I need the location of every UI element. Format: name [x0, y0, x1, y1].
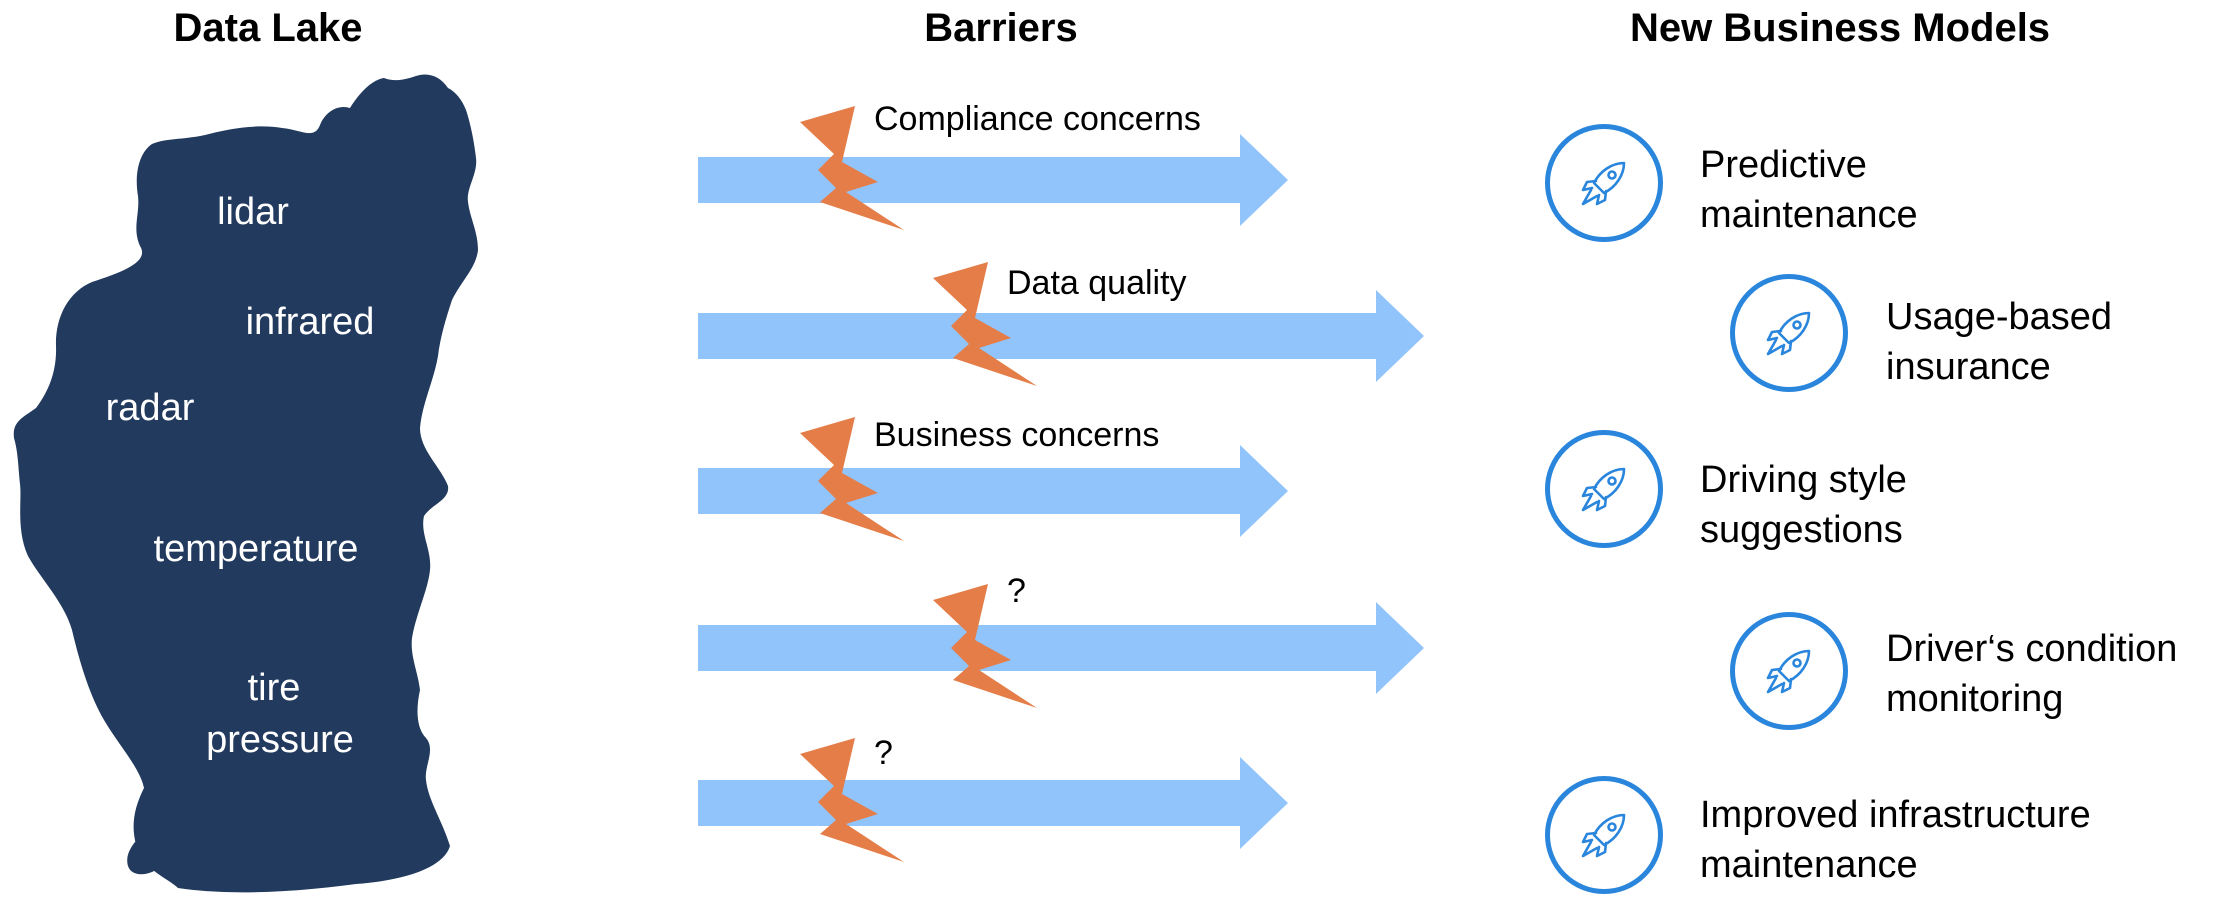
- rocket-icon: [1581, 161, 1626, 206]
- model-5-line1: Improved infrastructure: [1700, 794, 2091, 836]
- model-2-line1: Usage-based: [1886, 296, 2113, 338]
- model-1-circle: [1545, 124, 1663, 242]
- model-4-circle: [1730, 612, 1848, 730]
- model-3-line2: suggestions: [1700, 509, 1903, 551]
- lake-label-temperature: temperature: [153, 528, 359, 570]
- barrier-label-2: Data quality: [1007, 264, 1187, 302]
- model-3-line1: Driving style: [1700, 459, 1907, 501]
- model-1-line1: Predictive: [1700, 144, 1867, 186]
- model-5-circle: [1545, 776, 1663, 894]
- barrier-bolt-2: [933, 262, 1037, 386]
- lake-label-pressure: pressure: [206, 719, 354, 761]
- model-3-label: Driving style suggestions: [1700, 455, 2220, 555]
- rocket-icon: [1581, 467, 1626, 512]
- lake-label-lidar: lidar: [217, 191, 289, 233]
- model-4-line1: Driver‘s condition: [1886, 628, 2178, 670]
- lake-label-infrared: infrared: [245, 301, 375, 343]
- barrier-label-3: Business concerns: [874, 416, 1160, 454]
- model-4-line2: monitoring: [1886, 678, 2064, 720]
- new-business-models-heading: New Business Models: [1629, 6, 2051, 50]
- barrier-bolt-4: [933, 584, 1037, 708]
- model-2-label: Usage-based insurance: [1886, 292, 2229, 392]
- model-5-label: Improved infrastructure maintenance: [1700, 790, 2220, 890]
- barrier-arrow-4: [698, 602, 1424, 694]
- model-5-line2: maintenance: [1700, 844, 1918, 886]
- barrier-arrow-2: [698, 290, 1424, 382]
- barrier-bolt-5: [800, 738, 904, 862]
- barriers-heading: Barriers: [924, 6, 1078, 50]
- barrier-bolt-3: [800, 417, 904, 541]
- model-3-circle: [1545, 430, 1663, 548]
- lake-label-radar: radar: [105, 387, 195, 429]
- model-1-label: Predictive maintenance: [1700, 140, 2220, 240]
- barrier-arrow-1: [698, 134, 1288, 226]
- data-lake-heading: Data Lake: [173, 6, 363, 50]
- model-2-line2: insurance: [1886, 346, 2051, 388]
- barrier-bolt-1: [800, 106, 904, 230]
- barrier-label-1: Compliance concerns: [874, 100, 1201, 138]
- model-1-line2: maintenance: [1700, 194, 1918, 236]
- rocket-icon: [1581, 813, 1626, 858]
- lake-label-tire: tire: [247, 667, 301, 709]
- model-4-label: Driver‘s condition monitoring: [1886, 624, 2229, 724]
- model-2-circle: [1730, 274, 1848, 392]
- barrier-arrow-5: [698, 757, 1288, 849]
- barrier-arrow-3: [698, 445, 1288, 537]
- rocket-icon: [1766, 649, 1811, 694]
- barrier-label-4: ?: [1007, 572, 1026, 610]
- barrier-label-5: ?: [874, 734, 893, 772]
- rocket-icon: [1766, 311, 1811, 356]
- data-lake-shape: [13, 74, 478, 893]
